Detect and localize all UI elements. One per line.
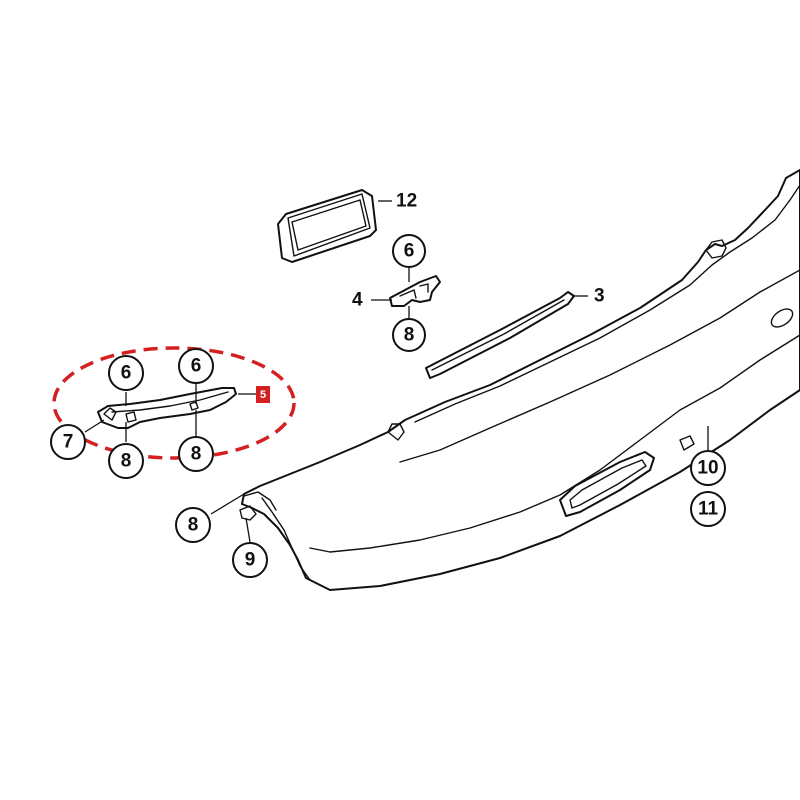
svg-text:9: 9 [245,550,256,571]
bumper-crease [399,269,800,463]
left-bracket-clip [103,407,137,423]
svg-text:6: 6 [404,241,415,262]
bumper-top-edge [414,184,800,423]
svg-text:8: 8 [121,451,132,472]
callout-6-right: 6 [178,348,214,384]
callout-8-top: 8 [392,318,426,352]
seal-outer [277,189,377,263]
seal-inner [291,199,367,251]
callouts: 12 6 4 3 8 6 6 5 7 8 [50,191,726,578]
end-clip [239,505,257,521]
left-bracket [97,387,237,429]
svg-text:5: 5 [260,389,266,401]
mount-tab-top [705,239,727,259]
seal-rim [287,193,371,257]
callout-9: 9 [232,542,268,578]
callout-3: 3 [594,286,605,307]
callout-11: 11 [690,491,726,527]
svg-text:8: 8 [191,444,202,465]
callout-5-badge: 5 [256,386,270,403]
callout-6-left: 6 [108,355,144,391]
svg-text:6: 6 [121,363,132,384]
callout-12: 12 [396,191,417,212]
svg-text:8: 8 [404,325,415,346]
svg-text:8: 8 [188,515,199,536]
callout-6-top: 6 [392,234,426,268]
left-bracket-rib [111,391,229,413]
guide-body [425,291,575,379]
svg-text:10: 10 [697,458,718,479]
svg-text:6: 6 [191,356,202,377]
callout-7: 7 [50,424,86,460]
mount-tab-middle [387,423,405,441]
guide-strip [425,291,575,379]
callout-8-bottom: 8 [175,507,211,543]
highlight-ellipse [52,346,296,460]
callout-8-right: 8 [178,436,214,472]
reflector [559,451,655,517]
bumper-end-flange [243,491,277,511]
end-clip-shape [239,505,257,521]
leader-lines [84,200,709,543]
guide-groove [431,299,565,371]
bumper-lower-crease [309,334,800,553]
rear-bumper [241,169,800,591]
svg-text:11: 11 [698,499,719,520]
bumper-side-return [261,497,311,581]
callout-10: 10 [690,450,726,486]
left-bracket-hole [189,401,199,411]
bumper-side-hole [770,308,794,328]
svg-text:7: 7 [63,432,74,453]
left-bracket-body [97,387,237,429]
center-bracket-detail [399,283,429,299]
reflector-inner [569,459,647,509]
reflector-outer [559,451,655,517]
bumper-body [241,169,800,591]
callout-8-left: 8 [108,443,144,479]
plate-light-seal [277,189,377,263]
center-bracket [389,275,441,307]
bumper-lower-lip [679,435,695,451]
center-bracket-body [389,275,441,307]
callout-4: 4 [352,290,363,311]
